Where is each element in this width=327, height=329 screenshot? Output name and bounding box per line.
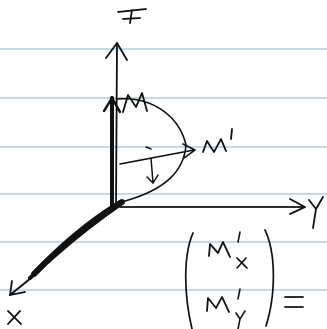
vector-m-prime-label-glyph: [202, 128, 233, 153]
y-axis-label-glyph: [308, 196, 324, 229]
matrix-entry-y-prime: [237, 288, 241, 300]
rotation-tick: [145, 146, 152, 150]
vertical-projection: [150, 157, 154, 184]
matrix-entry-y-subscript: [235, 310, 246, 329]
x-axis: [9, 277, 32, 296]
z-axis: [115, 42, 118, 207]
matrix-right-paren: [264, 229, 275, 327]
matrix-entry-x-subscript: [236, 257, 248, 269]
matrix-entry-y-glyph: [206, 296, 230, 313]
vector-m-label-glyph: [122, 92, 148, 113]
x-axis-label-glyph: [7, 310, 22, 325]
x-axis-arrowhead: [9, 280, 26, 296]
vector-m-prime: [119, 149, 195, 165]
matrix-left-paren: [184, 232, 194, 329]
vector-m-prime-arrowhead: [182, 143, 196, 159]
matrix-entry-x-prime: [237, 231, 241, 243]
equals-sign-glyph: [284, 296, 304, 308]
vector-m-arrowhead: [102, 96, 122, 114]
z-axis-label-glyph: [117, 8, 147, 24]
matrix-entry-x-glyph: [208, 241, 231, 258]
x-axis-heavy-stroke-2: [28, 204, 120, 280]
ink-strokes: [7, 8, 324, 329]
z-axis-arrowhead: [105, 42, 128, 61]
projection-arrowhead: [146, 174, 159, 184]
y-axis-arrowhead: [289, 198, 306, 215]
